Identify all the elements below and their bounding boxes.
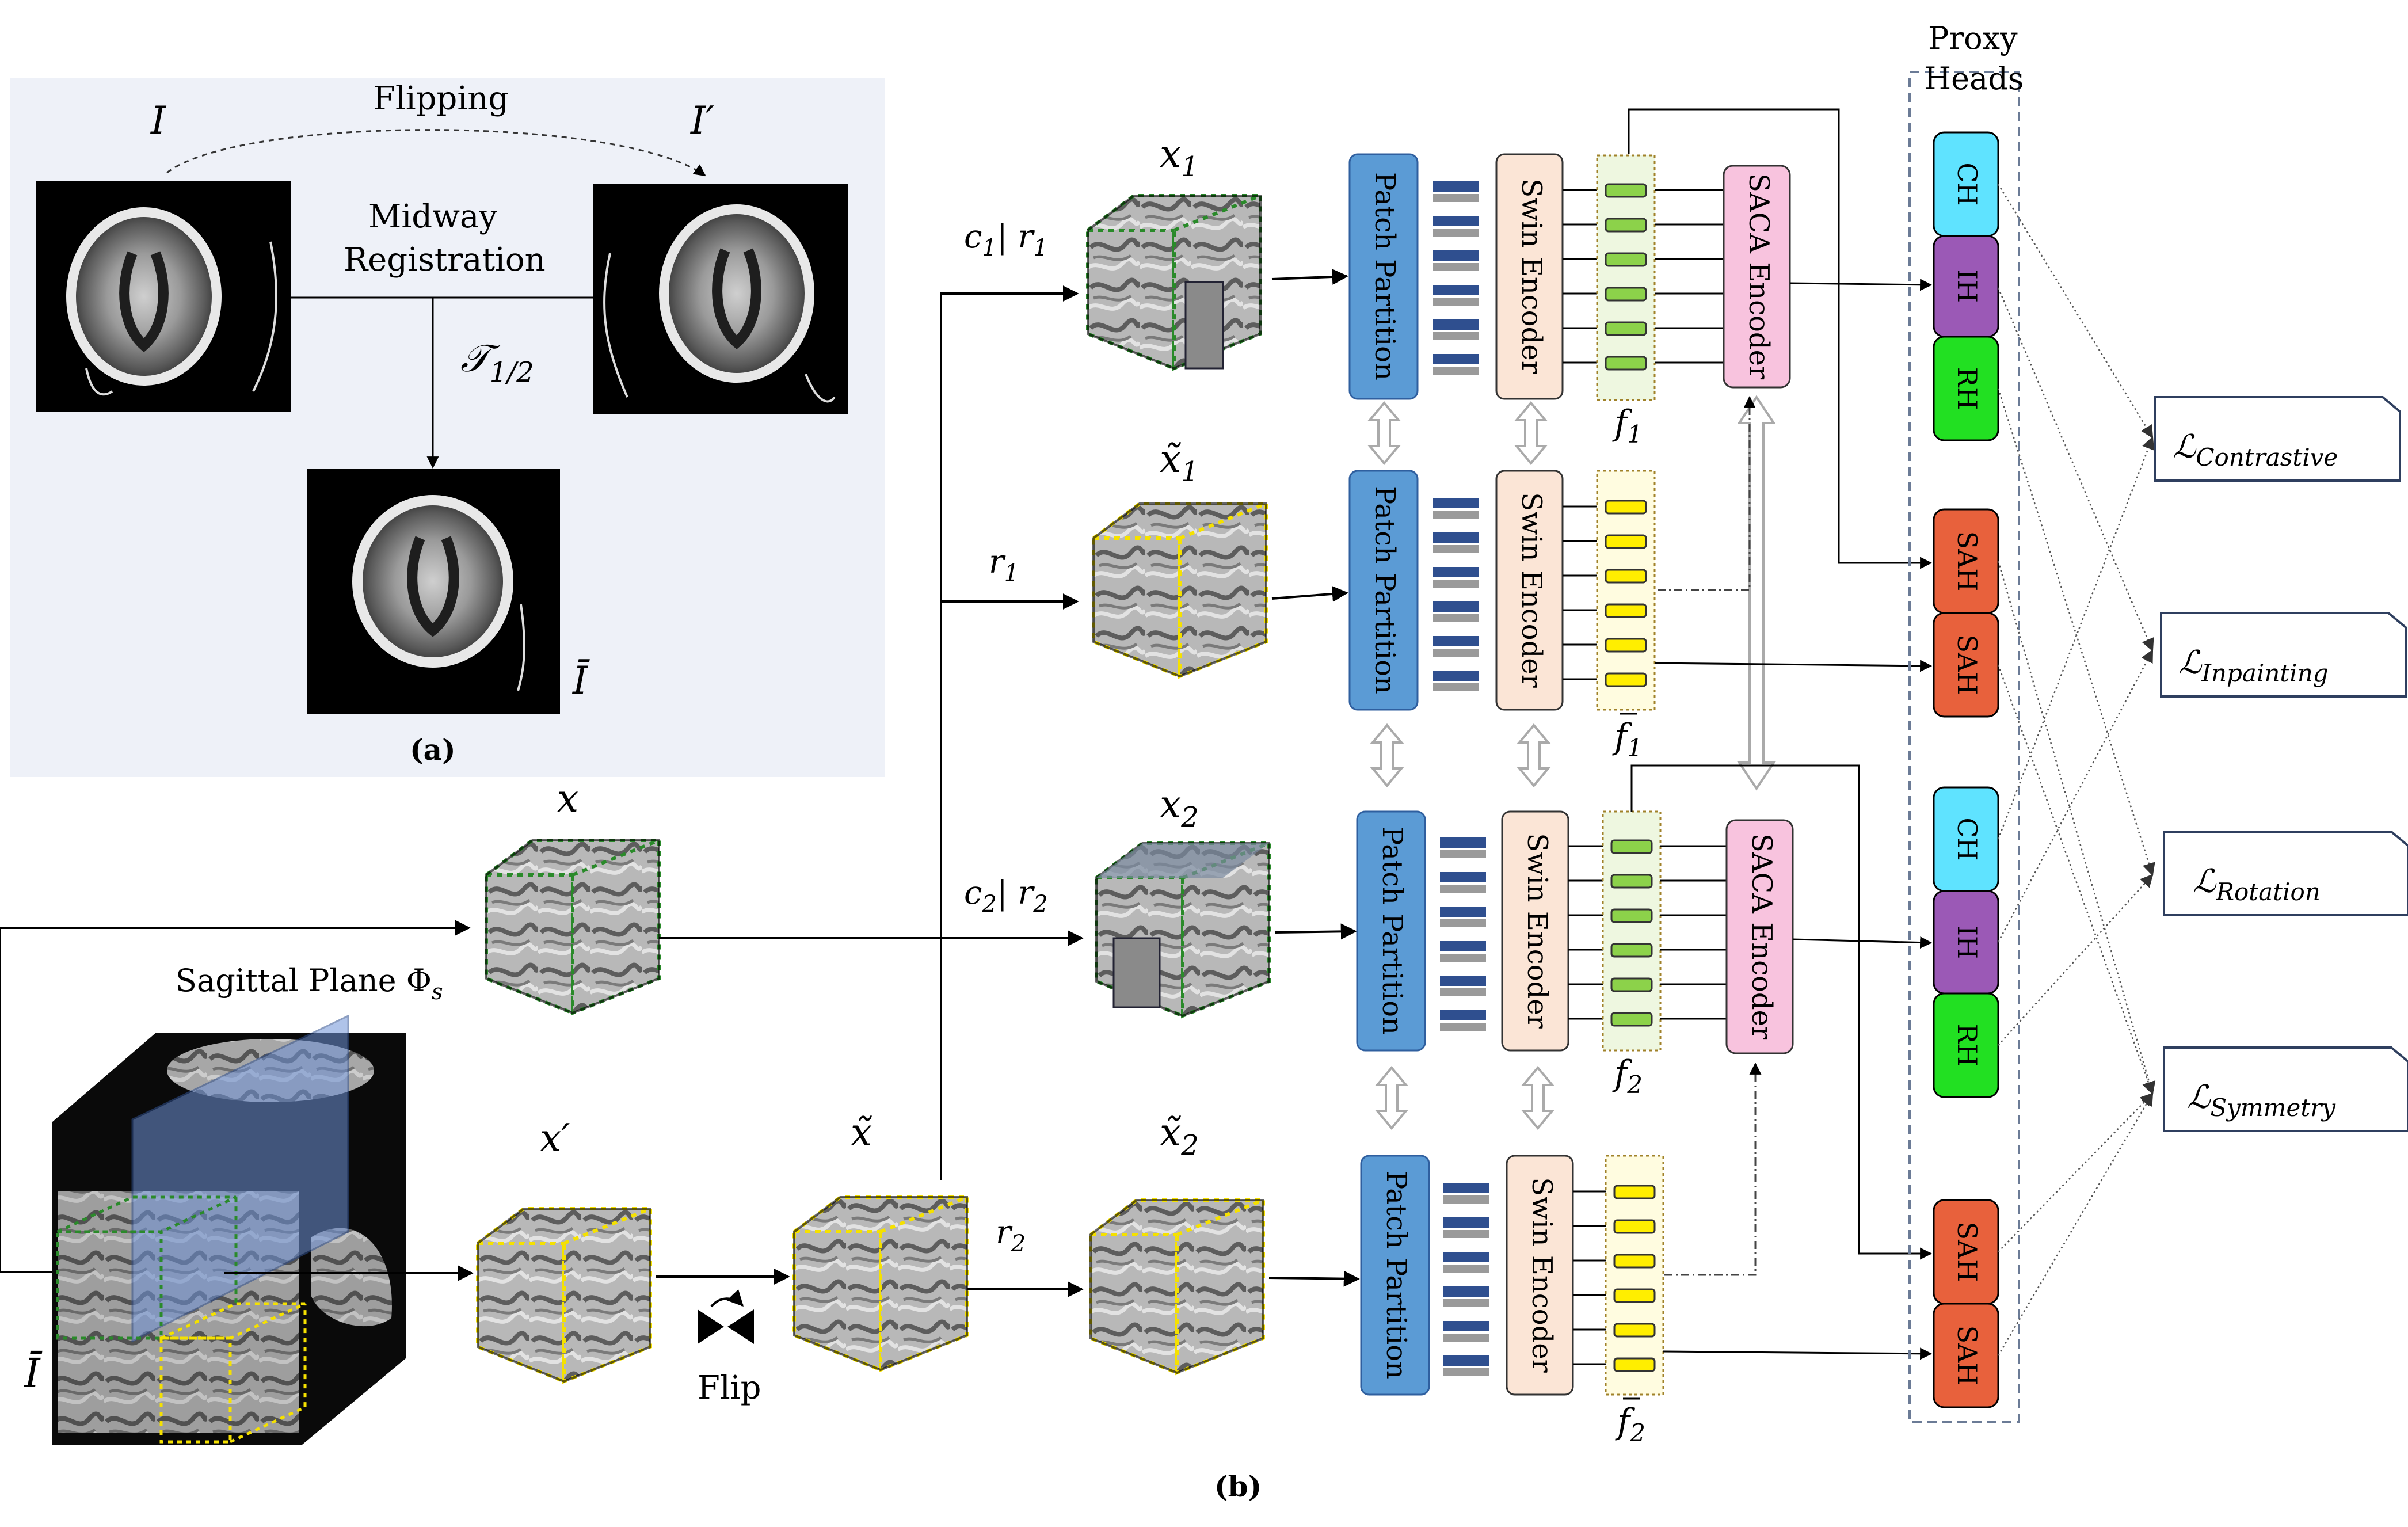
ct-image-I xyxy=(36,181,291,412)
svg-text:RH: RH xyxy=(1952,1024,1983,1067)
swin-encoder-block xyxy=(1501,810,1569,1052)
panel-a: I I′ Flipping Midway Registration 𝒯1/2 Ī… xyxy=(10,78,885,777)
saca-encoder-block xyxy=(1725,819,1794,1054)
swin-encoder-block xyxy=(1495,153,1564,400)
svg-text:Swin Encoder: Swin Encoder xyxy=(1526,1177,1558,1372)
feature-f1-tilde-label: f1 xyxy=(1612,717,1643,762)
saca-encoder-block xyxy=(1723,165,1791,389)
symbol-I: I xyxy=(150,98,167,143)
cube-x-tilde-label: x̃ xyxy=(851,1110,872,1155)
svg-text:SACA Encoder: SACA Encoder xyxy=(1746,833,1778,1039)
flip-icon xyxy=(698,1289,754,1344)
proxy-heads: Proxy Heads CH IH RH SAH SAH CH IH RH SA… xyxy=(1908,20,2024,1423)
flip-label: Flip xyxy=(698,1369,761,1407)
weight-sharing-arrows xyxy=(1367,395,1776,1130)
symbol-I-bar: Ī xyxy=(572,658,590,703)
cube-x1-tilde xyxy=(1093,504,1266,676)
cube-x1-tilde-label: x̃1 xyxy=(1160,437,1199,488)
input-volume xyxy=(52,1014,406,1445)
svg-text:Patch Partition: Patch Partition xyxy=(1369,172,1401,380)
arrow-volume-to-x xyxy=(0,920,471,1273)
feature-f2-label: f2 xyxy=(1612,1053,1643,1099)
edge-label-c2-r2: c2| r2 xyxy=(964,874,1048,917)
cube-x2-tilde xyxy=(1091,1200,1263,1373)
svg-text:RH: RH xyxy=(1952,367,1983,410)
cube-x2-label: x2 xyxy=(1160,782,1199,833)
encoder-row-4: Patch Partition Swin Encoder f2 xyxy=(1360,1155,1664,1447)
feature-f1-label: f1 xyxy=(1612,403,1643,448)
swin-encoder-block xyxy=(1495,470,1564,711)
patch-partition-block xyxy=(1348,470,1419,711)
svg-text:CH: CH xyxy=(1952,817,1983,860)
midway-label-line2: Registration xyxy=(344,241,546,279)
svg-text:Patch Partition: Patch Partition xyxy=(1369,486,1401,694)
svg-text:Swin Encoder: Swin Encoder xyxy=(1515,178,1548,374)
sagittal-plane-label: Sagittal Plane Φs xyxy=(176,962,443,1004)
patch-partition-block xyxy=(1348,153,1419,400)
feature-f2-tilde-label: f2 xyxy=(1615,1402,1645,1447)
loss-inpainting: ℒInpainting xyxy=(2160,612,2407,698)
svg-text:SAH: SAH xyxy=(1952,1326,1983,1386)
svg-text:CH: CH xyxy=(1952,162,1983,205)
svg-text:Swin Encoder: Swin Encoder xyxy=(1515,492,1548,687)
flipping-arrow xyxy=(166,129,706,177)
svg-text:SAH: SAH xyxy=(1952,1222,1983,1282)
encoder-row-3: Patch Partition Swin Encoder SACA Encode… xyxy=(1356,810,1794,1099)
svg-text:SAH: SAH xyxy=(1952,635,1983,695)
symbol-I-prime: I′ xyxy=(690,98,714,143)
cube-x1-label: x1 xyxy=(1160,132,1199,183)
patch-partition-block xyxy=(1360,1155,1430,1396)
panel-a-caption: (a) xyxy=(410,733,456,767)
svg-text:SAH: SAH xyxy=(1952,531,1983,592)
volume-label: Ī xyxy=(23,1350,43,1397)
dashdot-f1tilde-to-saca xyxy=(1658,395,1756,591)
svg-text:Proxy: Proxy xyxy=(1928,20,2018,56)
dashdot-f2tilde-to-saca xyxy=(1664,1062,1762,1276)
head-to-loss-links xyxy=(1997,184,2156,1356)
ct-image-I-bar xyxy=(307,469,560,714)
proxy-heads-frame xyxy=(1908,71,2020,1423)
svg-text:ℒSymmetry: ℒSymmetry xyxy=(2187,1079,2336,1122)
svg-text:IH: IH xyxy=(1952,269,1983,303)
swin-encoder-block xyxy=(1506,1155,1574,1396)
svg-text:ℒInpainting: ℒInpainting xyxy=(2178,644,2329,687)
sagittal-plane xyxy=(131,1014,349,1343)
svg-text:ℒRotation: ℒRotation xyxy=(2193,863,2321,906)
cube-x2-tilde-label: x̃2 xyxy=(1160,1110,1199,1162)
edge-label-c1-r1: c1| r1 xyxy=(964,218,1048,261)
svg-text:Heads: Heads xyxy=(1924,60,2024,97)
cube-x-tilde xyxy=(794,1197,967,1370)
loss-rotation: ℒRotation xyxy=(2163,831,2408,916)
edge-label-r1: r1 xyxy=(989,543,1019,587)
cube-x-prime xyxy=(478,1209,650,1381)
loss-contrastive: ℒContrastive xyxy=(2154,396,2401,482)
svg-text:Patch Partition: Patch Partition xyxy=(1376,827,1408,1035)
svg-text:Patch Partition: Patch Partition xyxy=(1380,1171,1412,1379)
ct-image-I-prime xyxy=(593,184,848,414)
svg-text:SACA Encoder: SACA Encoder xyxy=(1743,173,1775,379)
encoder-row-2: Patch Partition Swin Encoder f1 xyxy=(1348,470,1656,762)
cube-x1 xyxy=(1088,196,1260,368)
cube-x-label: x xyxy=(557,776,578,821)
trunk-line xyxy=(940,285,1079,1180)
loss-symmetry: ℒSymmetry xyxy=(2163,1046,2408,1132)
flipping-label: Flipping xyxy=(373,80,509,117)
cube-x-prime-label: x′ xyxy=(540,1116,570,1160)
cube-x xyxy=(486,840,659,1013)
encoder-row-1: Patch Partition Swin Encoder SACA Encode… xyxy=(1348,153,1791,448)
svg-text:ℒContrastive: ℒContrastive xyxy=(2173,428,2338,471)
midway-label-line1: Midway xyxy=(368,198,497,235)
edge-label-r2: r2 xyxy=(996,1214,1026,1257)
patch-partition-block xyxy=(1356,810,1426,1052)
panel-b-caption: (b) xyxy=(1214,1469,1262,1503)
svg-text:IH: IH xyxy=(1952,926,1983,959)
svg-text:Swin Encoder: Swin Encoder xyxy=(1521,833,1553,1028)
